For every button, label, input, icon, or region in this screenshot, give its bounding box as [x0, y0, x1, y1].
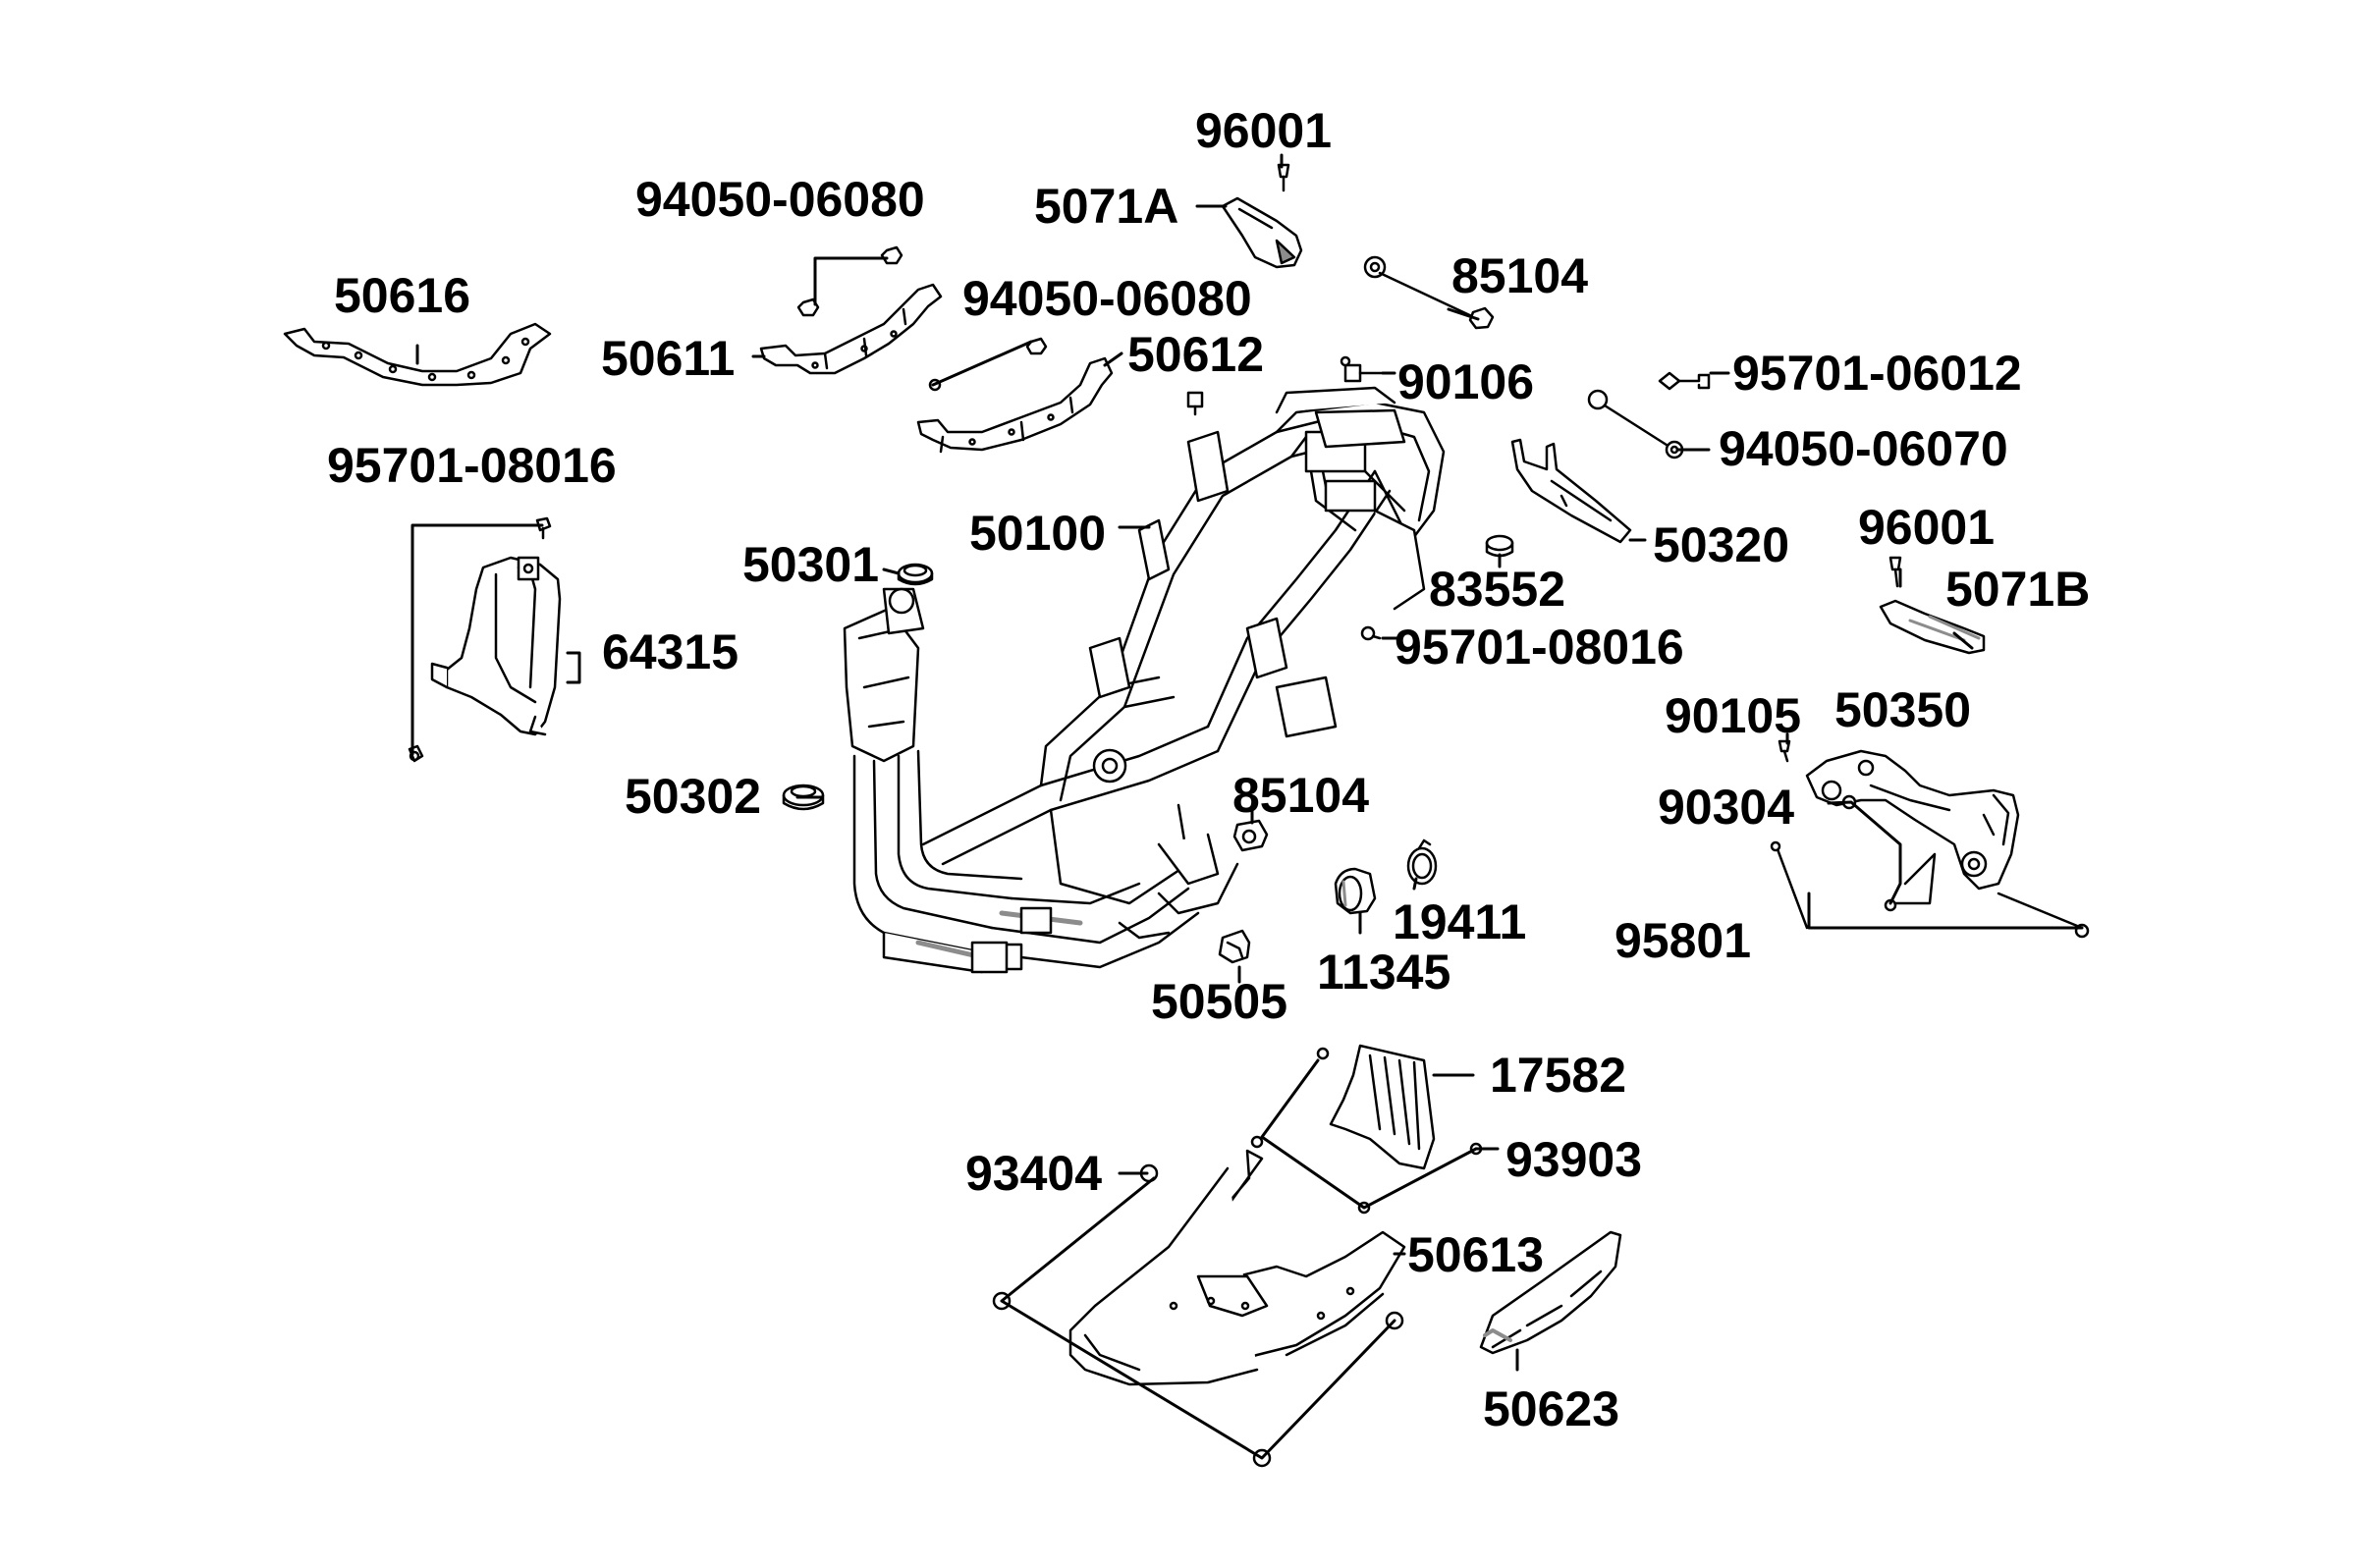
label-50320: 50320 — [1653, 517, 1790, 572]
label-50302: 50302 — [625, 769, 762, 824]
label-50616: 50616 — [334, 268, 471, 323]
bracket-64315 — [430, 556, 562, 736]
label-94050-06080-b: 94050-06080 — [962, 271, 1252, 326]
bolt-95701-06012 — [1658, 371, 1711, 391]
main-frame-50100 — [843, 386, 1446, 974]
label-96001-top: 96001 — [1195, 103, 1333, 158]
label-64315: 64315 — [602, 624, 739, 679]
label-95701-06012: 95701-06012 — [1732, 346, 2022, 401]
bolt-95701-08016-left — [408, 516, 552, 763]
plate-5071B — [1879, 599, 1986, 655]
label-85104-top: 85104 — [1451, 248, 1589, 303]
bolt-95701-08016-mid — [1360, 625, 1382, 641]
clamp-19411 — [1406, 838, 1438, 886]
label-95701-08016-left: 95701-08016 — [327, 438, 617, 493]
label-50613: 50613 — [1407, 1227, 1545, 1282]
label-90106: 90106 — [1397, 354, 1535, 409]
label-95801: 95801 — [1614, 913, 1752, 968]
leader-lines — [410, 153, 2084, 1460]
label-93903: 93903 — [1505, 1132, 1643, 1187]
plate-5071A — [1221, 196, 1303, 269]
label-5071B: 5071B — [1945, 562, 2091, 617]
label-11345: 11345 — [1317, 945, 1451, 1000]
label-94050-06080-a: 94050-06080 — [635, 172, 925, 227]
bracket-50320 — [1510, 438, 1632, 544]
bushing-85104-mid — [1232, 819, 1269, 852]
duct-11345 — [1334, 867, 1377, 915]
bracket-50505 — [1218, 929, 1251, 964]
label-50505: 50505 — [1151, 974, 1288, 1029]
rod-85104-top — [1363, 255, 1495, 330]
label-93404: 93404 — [965, 1146, 1103, 1201]
label-94050-06070: 94050-06070 — [1719, 421, 2008, 476]
screw-96001-right — [1888, 556, 1902, 588]
label-19411: 19411 — [1393, 894, 1527, 949]
shield-17582 — [1329, 1044, 1436, 1170]
label-50623: 50623 — [1483, 1381, 1620, 1436]
screw-17582 — [1316, 1047, 1330, 1060]
label-90105: 90105 — [1665, 688, 1802, 743]
label-5071A: 5071A — [1034, 179, 1179, 234]
label-50350: 50350 — [1834, 682, 1972, 737]
label-50301: 50301 — [742, 537, 880, 592]
bracket-50611 — [759, 283, 943, 375]
label-17582: 17582 — [1490, 1048, 1627, 1103]
bracket-50612 — [916, 356, 1114, 454]
nut-94050-06070 — [1587, 389, 1684, 460]
hanger-50350 — [1805, 749, 2020, 891]
label-96001-right: 96001 — [1858, 500, 1996, 555]
floor-panel-50613 — [1068, 1149, 1406, 1386]
bolt-90106 — [1340, 355, 1385, 383]
label-95701-08016-mid: 95701-08016 — [1395, 620, 1684, 675]
label-90304: 90304 — [1658, 780, 1795, 835]
cover-50623 — [1479, 1230, 1622, 1355]
label-50100: 50100 — [969, 506, 1107, 561]
label-50611: 50611 — [601, 331, 736, 386]
label-83552: 83552 — [1429, 562, 1566, 617]
label-85104-mid: 85104 — [1232, 768, 1370, 823]
label-50612: 50612 — [1127, 327, 1265, 382]
bolt-frame-top — [1186, 391, 1204, 416]
bearing-50301 — [897, 563, 934, 586]
bracket-50616 — [283, 322, 552, 387]
